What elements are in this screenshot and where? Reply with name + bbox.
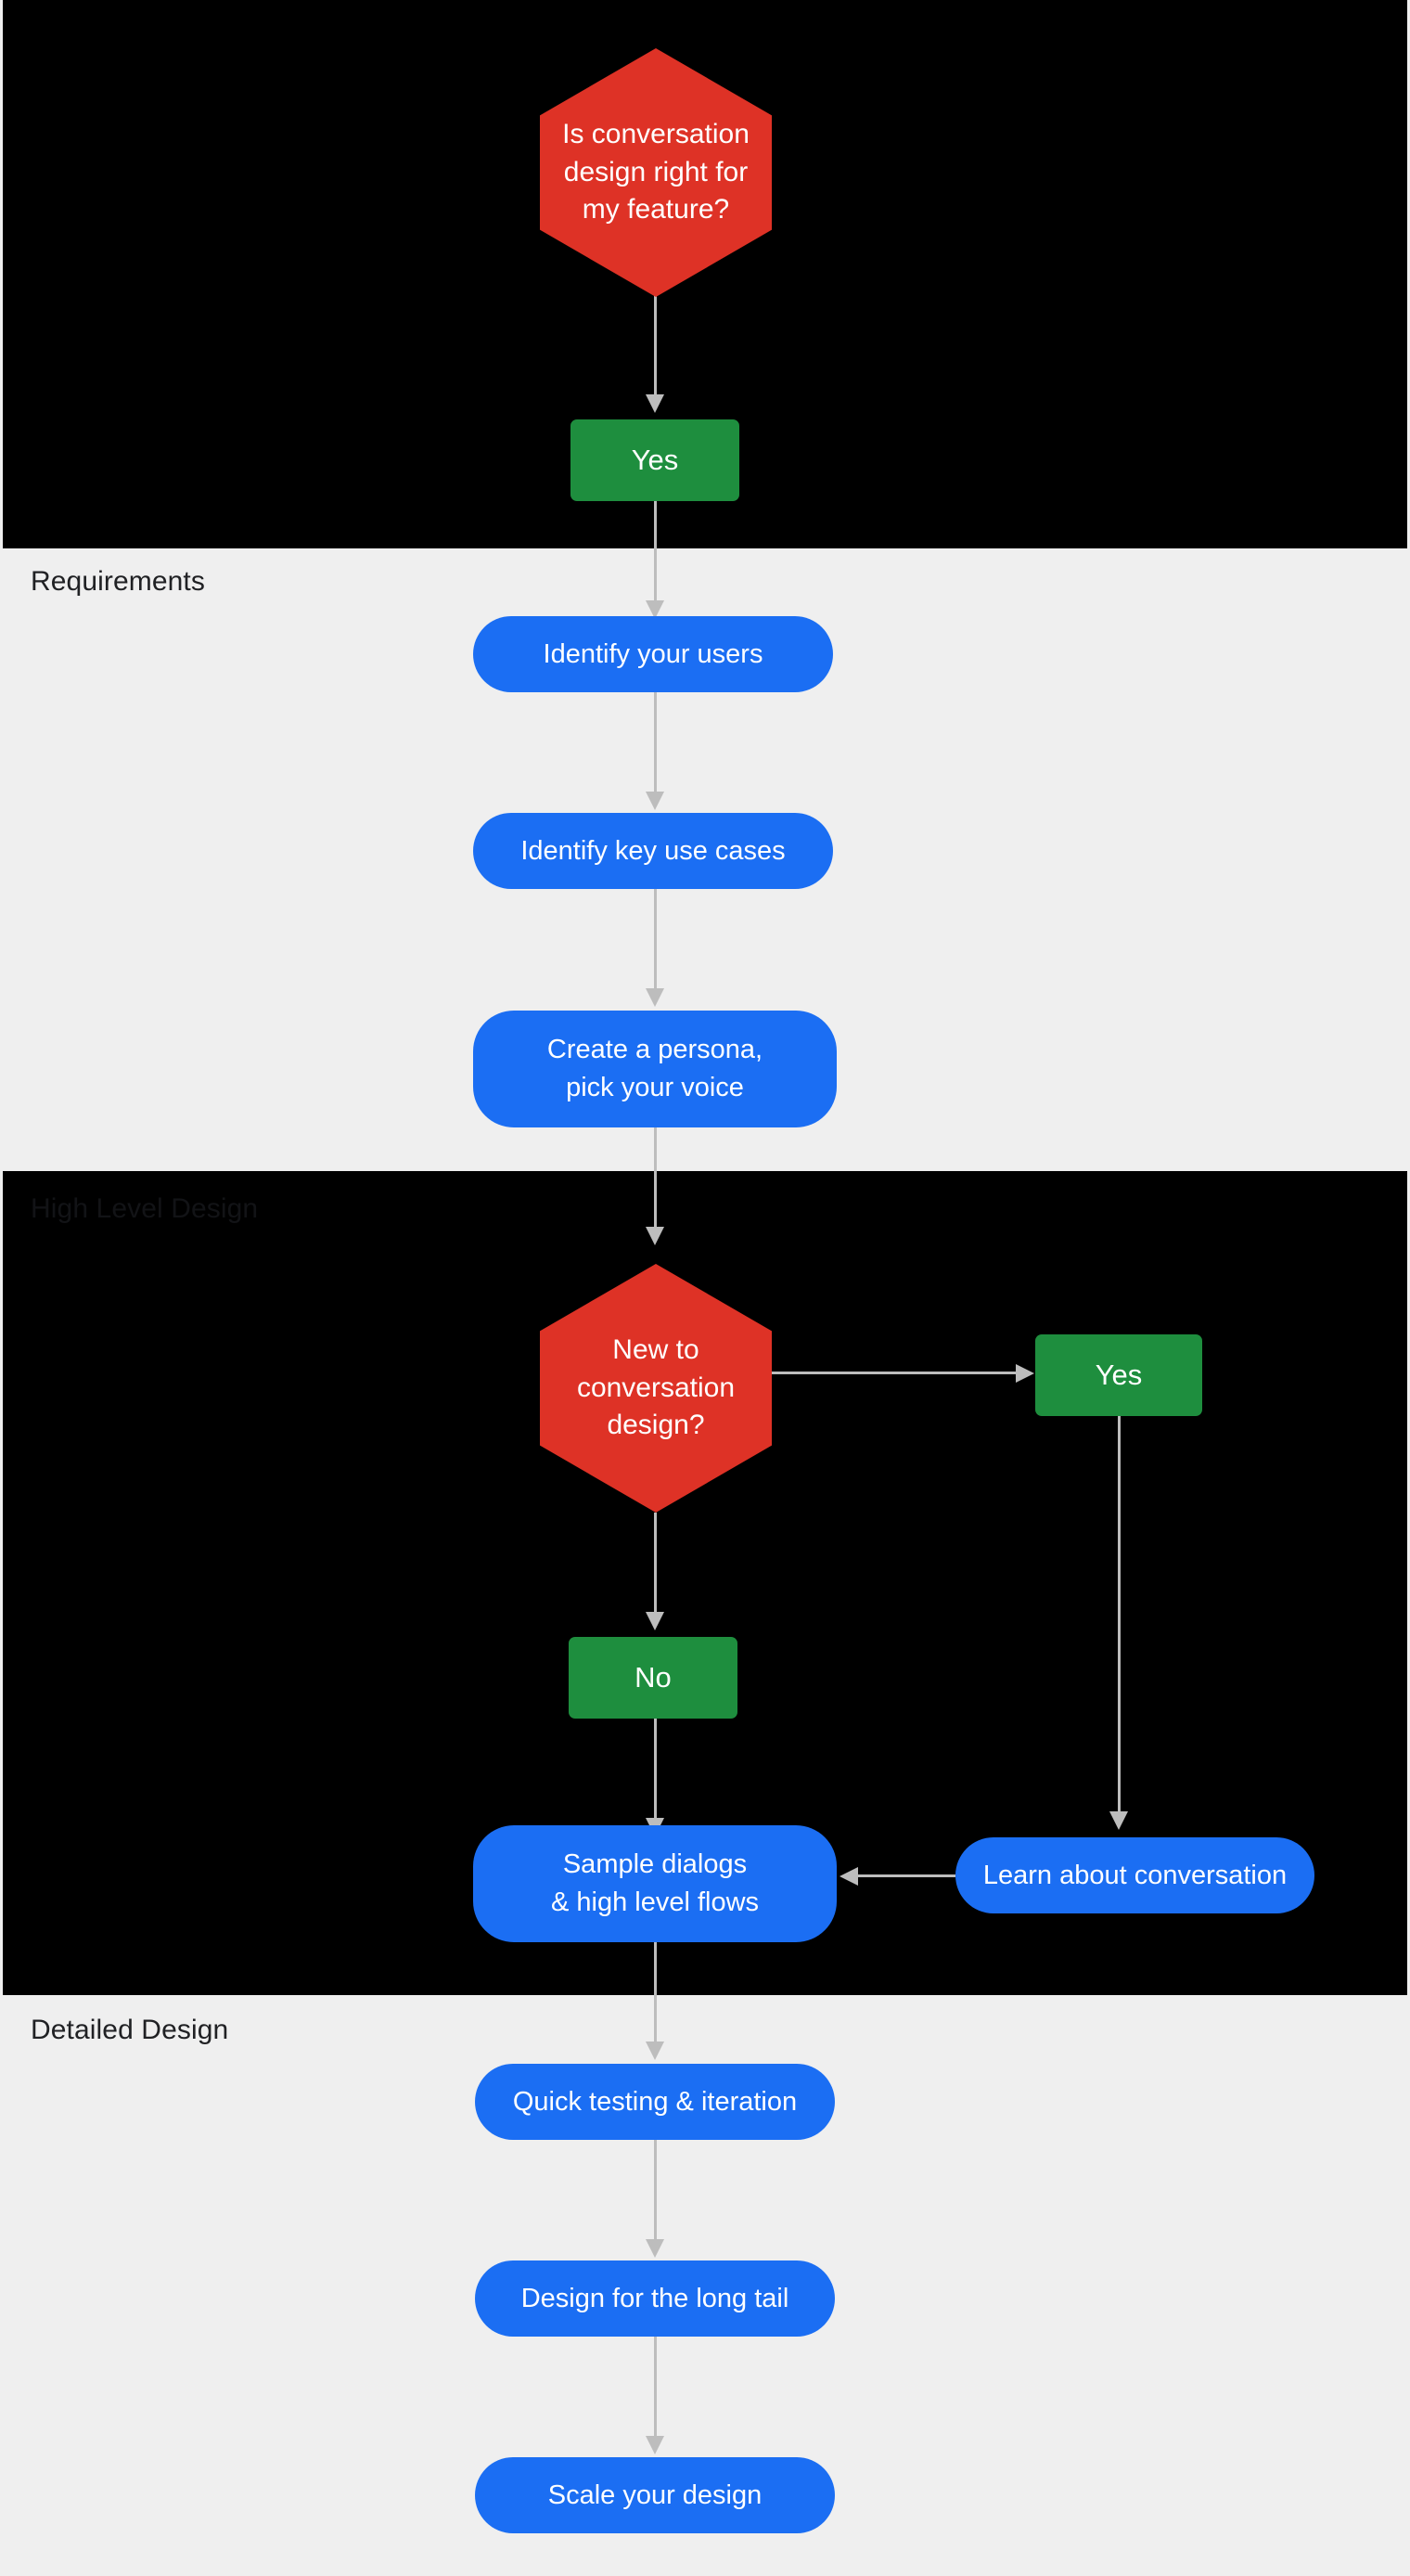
connector-start-to-yes — [654, 295, 657, 397]
step-node-learn-about-conversation[interactable]: Learn about conversation — [955, 1837, 1314, 1913]
canvas-right-edge — [1407, 0, 1410, 2576]
step-node-label: Learn about conversation — [982, 1860, 1288, 1890]
arrowhead-persona-to-decision-new — [646, 1227, 664, 1245]
arrowhead-learn-to-sample-dialogs — [840, 1867, 858, 1886]
arrowhead-decision-new-to-yes — [1016, 1364, 1034, 1383]
arrowhead-start-to-yes — [646, 394, 664, 413]
arrowhead-yes-to-identify-users — [646, 600, 664, 619]
connector-quick-testing-to-long-tail — [654, 2140, 657, 2242]
step-node-label: Identify your users — [543, 638, 763, 669]
connector-long-tail-to-scale — [654, 2337, 657, 2439]
answer-node-no-new[interactable]: No — [569, 1637, 737, 1719]
arrowhead-decision-new-to-no — [646, 1612, 664, 1630]
step-node-identify-use-cases[interactable]: Identify key use cases — [473, 813, 833, 889]
connector-no-to-sample-dialogs — [654, 1719, 657, 1821]
connector-users-to-use-cases — [654, 692, 657, 794]
step-node-label: Create a persona, pick your voice — [546, 1035, 763, 1102]
arrowhead-long-tail-to-scale — [646, 2436, 664, 2454]
decision-node-label: Is conversation design right for my feat… — [562, 118, 750, 225]
canvas-left-edge — [0, 0, 3, 2576]
step-node-quick-testing[interactable]: Quick testing & iteration — [475, 2064, 835, 2140]
section-title-detailed-design: Detailed Design — [31, 2015, 229, 2045]
answer-node-label: Yes — [631, 444, 679, 476]
answer-node-label: No — [634, 1661, 672, 1694]
connector-learn-to-sample-dialogs — [858, 1874, 955, 1877]
connector-yes-to-identify-users — [654, 501, 657, 603]
step-node-design-long-tail[interactable]: Design for the long tail — [475, 2260, 835, 2337]
step-node-label: Sample dialogs & high level flows — [550, 1849, 760, 1917]
step-node-scale-design[interactable]: Scale your design — [475, 2457, 835, 2533]
decision-node-label: New to conversation design? — [576, 1333, 736, 1441]
connector-use-cases-to-persona — [654, 889, 657, 991]
step-node-label: Design for the long tail — [520, 2283, 789, 2313]
section-title-requirements: Requirements — [31, 566, 205, 597]
step-node-label: Scale your design — [547, 2479, 763, 2510]
step-node-identify-users[interactable]: Identify your users — [473, 616, 833, 692]
connector-sample-dialogs-to-quick-testing — [654, 1942, 657, 2044]
step-node-create-persona[interactable]: Create a persona, pick your voice — [473, 1011, 837, 1127]
arrowhead-use-cases-to-persona — [646, 988, 664, 1007]
answer-node-yes-top[interactable]: Yes — [570, 419, 739, 501]
connector-decision-new-to-yes — [772, 1372, 1020, 1374]
answer-node-yes-new[interactable]: Yes — [1035, 1334, 1202, 1416]
arrowhead-sample-dialogs-to-quick-testing — [646, 2041, 664, 2060]
step-node-sample-dialogs[interactable]: Sample dialogs & high level flows — [473, 1825, 837, 1942]
answer-node-label: Yes — [1095, 1359, 1143, 1391]
connector-yes-to-learn — [1118, 1416, 1121, 1819]
arrowhead-users-to-use-cases — [646, 792, 664, 810]
section-title-high-level-design: High Level Design — [31, 1193, 259, 1224]
connector-decision-new-to-no — [654, 1513, 657, 1615]
step-node-label: Identify key use cases — [520, 835, 786, 866]
step-node-label: Quick testing & iteration — [512, 2086, 798, 2117]
arrowhead-quick-testing-to-long-tail — [646, 2239, 664, 2258]
arrowhead-yes-to-learn — [1109, 1811, 1128, 1830]
connector-persona-to-decision-new — [654, 1127, 657, 1230]
